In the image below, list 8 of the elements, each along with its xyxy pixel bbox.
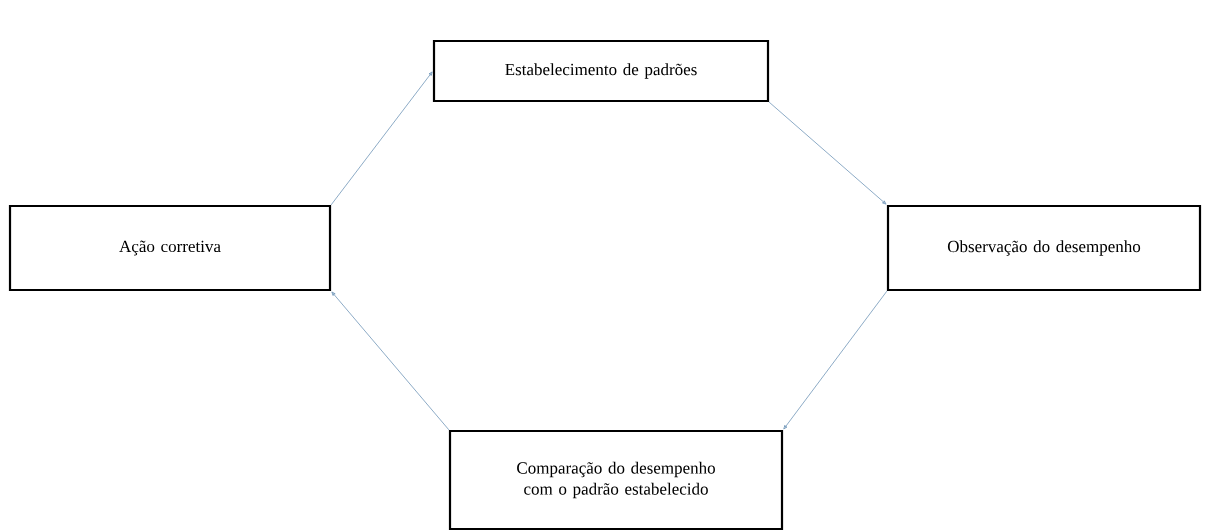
process-box: Comparação do desempenho com o padrão estabelecido: [448, 429, 784, 531]
arrow: [330, 71, 433, 206]
arrow: [783, 290, 888, 430]
process-box: Ação corretiva: [8, 204, 332, 292]
arrow: [331, 291, 450, 431]
process-box: Observação do desempenho: [886, 204, 1202, 292]
arrow: [768, 101, 887, 205]
process-box: Estabelecimento de padrões: [432, 39, 770, 103]
